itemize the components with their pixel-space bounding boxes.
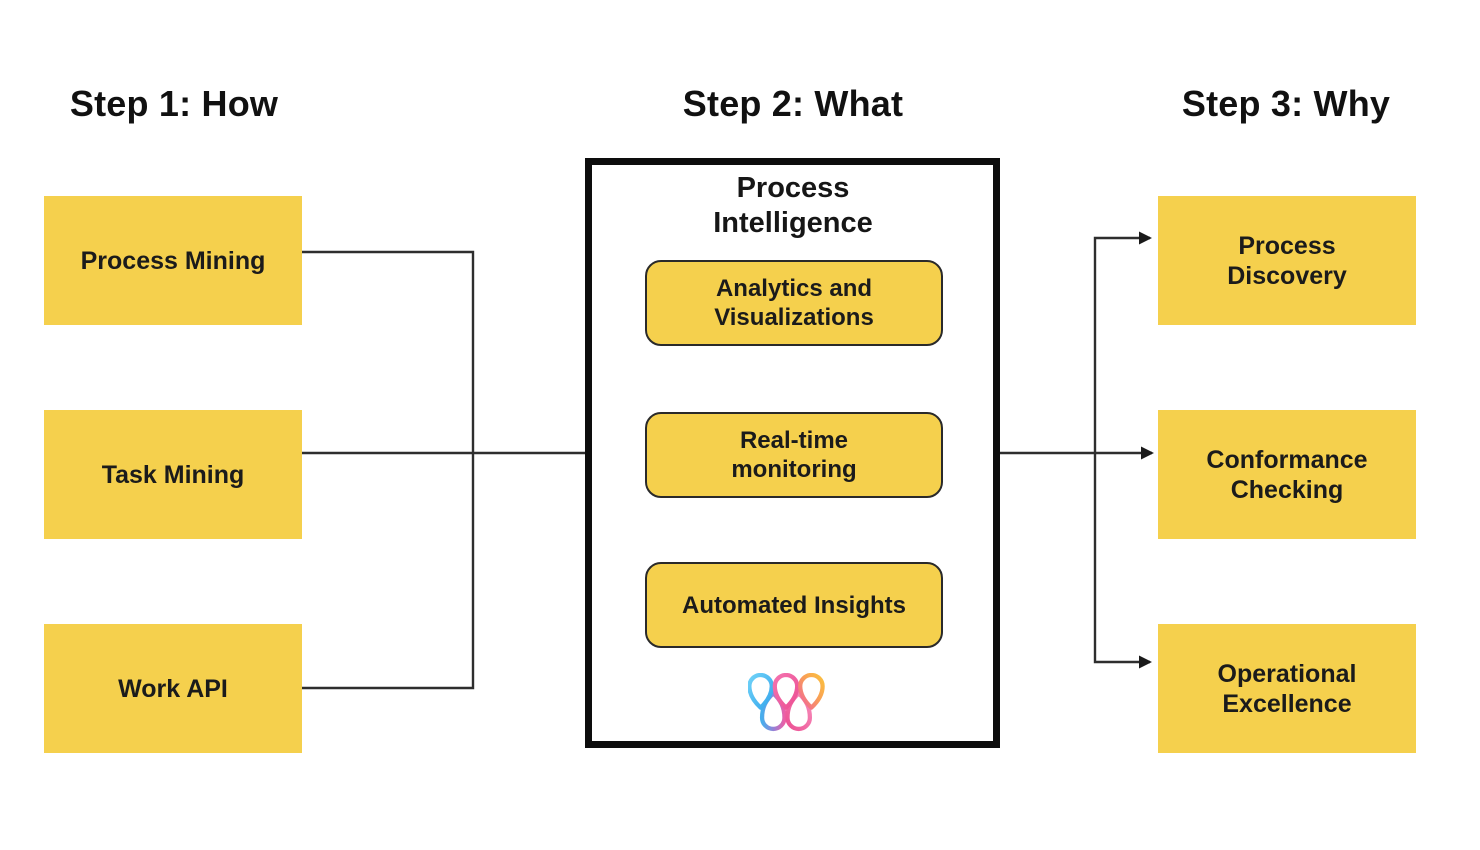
box-label: Automated Insights xyxy=(681,591,906,619)
box-label: Work API xyxy=(118,674,228,703)
box-label: Real-time monitoring xyxy=(731,427,857,483)
step2-heading: Step 2: What xyxy=(682,83,904,124)
box-process-discovery: Process Discovery xyxy=(1158,196,1416,325)
box-label: Conformance Checking xyxy=(1206,445,1368,504)
w-loops-logo-icon xyxy=(748,673,825,732)
box-realtime-monitoring: Real-time monitoring xyxy=(645,412,943,498)
box-work-api: Work API xyxy=(44,624,302,753)
box-label: Task Mining xyxy=(101,460,245,489)
box-task-mining: Task Mining xyxy=(44,410,302,539)
step1-heading: Step 1: How xyxy=(69,83,279,124)
box-label: Operational Excellence xyxy=(1217,659,1357,718)
box-operational-excellence: Operational Excellence xyxy=(1158,624,1416,753)
box-analytics-visualizations: Analytics and Visualizations xyxy=(645,260,943,346)
step3-heading: Step 3: Why xyxy=(1181,83,1391,124)
box-label: Process Mining xyxy=(80,246,266,275)
process-intelligence-title: Process Intelligence xyxy=(713,172,873,239)
box-label: Analytics and Visualizations xyxy=(714,275,874,331)
box-label: Process Discovery xyxy=(1227,231,1347,290)
connector-branch-up xyxy=(1093,231,1152,453)
connector-branch-down xyxy=(1093,453,1152,669)
connector-left-bracket xyxy=(302,250,475,690)
box-conformance-checking: Conformance Checking xyxy=(1158,410,1416,539)
box-automated-insights: Automated Insights xyxy=(645,562,943,648)
box-process-mining: Process Mining xyxy=(44,196,302,325)
